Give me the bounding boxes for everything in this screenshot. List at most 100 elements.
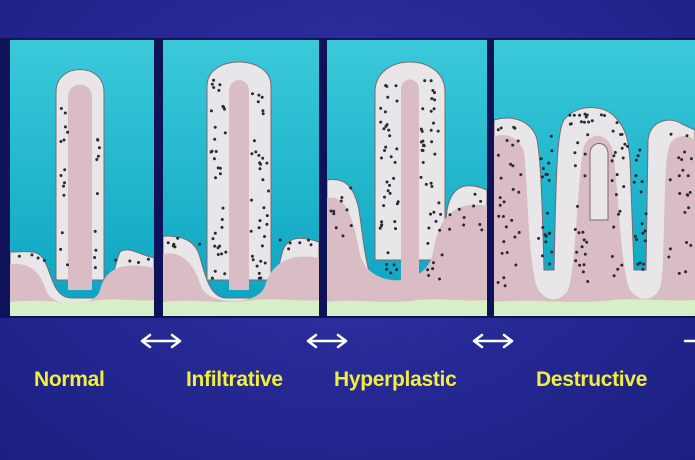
cell-dot <box>611 159 614 162</box>
cell-dot <box>678 272 681 275</box>
cell-dot <box>518 231 521 234</box>
cell-dot <box>256 265 259 268</box>
cell-dot <box>219 167 222 170</box>
cell-dot <box>62 194 65 197</box>
cell-dot <box>259 260 262 263</box>
cell-dot <box>97 155 100 158</box>
cell-dot <box>422 161 425 164</box>
cell-dot <box>463 216 466 219</box>
cell-dot <box>500 127 503 130</box>
cell-dot <box>395 84 398 87</box>
cell-dot <box>581 231 584 234</box>
cell-dot <box>519 173 522 176</box>
cell-dot <box>547 162 550 165</box>
label-infiltrative: Infiltrative <box>186 368 283 392</box>
cell-dot <box>462 224 465 227</box>
cell-dot <box>265 162 268 165</box>
cell-dot <box>583 263 586 266</box>
cell-dot <box>379 121 382 124</box>
cell-dot <box>342 234 345 237</box>
cell-dot <box>137 261 140 264</box>
cell-dot <box>430 97 433 100</box>
cell-dot <box>430 185 433 188</box>
cell-dot <box>578 114 581 117</box>
cell-dot <box>642 263 645 266</box>
cell-dot <box>259 163 262 166</box>
cell-dot <box>480 228 483 231</box>
cell-dot <box>680 158 683 161</box>
cell-dot <box>384 110 387 113</box>
cell-dot <box>514 264 517 267</box>
normal-villus-illustration <box>10 40 154 316</box>
cell-dot <box>346 208 349 211</box>
cell-dot <box>211 150 214 153</box>
cell-dot <box>578 231 581 234</box>
cell-dot <box>686 194 689 197</box>
cell-dot <box>257 94 260 97</box>
cell-dot <box>210 109 213 112</box>
cell-dot <box>510 219 513 222</box>
cell-dot <box>689 244 692 247</box>
cell-dot <box>212 86 215 89</box>
cell-dot <box>349 187 352 190</box>
cell-dot <box>383 196 386 199</box>
cell-dot <box>389 192 392 195</box>
cell-dot <box>394 161 397 164</box>
cell-dot <box>262 206 265 209</box>
cell-dot <box>214 232 217 235</box>
cell-dot <box>435 220 438 223</box>
cell-dot <box>583 238 586 241</box>
cell-dot <box>176 237 179 240</box>
cell-dot <box>422 149 425 152</box>
cell-dot <box>263 235 266 238</box>
cell-dot <box>641 180 644 183</box>
cell-dot <box>517 140 520 143</box>
cell-dot <box>619 133 622 136</box>
cell-dot <box>574 259 577 262</box>
cell-dot <box>94 266 97 269</box>
cell-dot <box>545 235 548 238</box>
cell-dot <box>307 239 310 242</box>
cell-dot <box>37 257 40 260</box>
cell-dot <box>511 164 514 167</box>
cell-dot <box>430 79 433 82</box>
cell-dot <box>211 277 214 280</box>
cell-dot <box>635 159 638 162</box>
cell-dot <box>502 276 505 279</box>
cell-dot <box>638 149 641 152</box>
cell-dot <box>573 151 576 154</box>
cell-dot <box>221 218 224 221</box>
cell-dot <box>261 109 264 112</box>
cell-dot <box>612 226 615 229</box>
cell-dot <box>438 278 441 281</box>
cell-dot <box>506 251 509 254</box>
cell-dot <box>677 156 680 159</box>
cell-dot <box>380 223 383 226</box>
cell-dot <box>438 229 441 232</box>
cell-dot <box>43 259 46 262</box>
cell-dot <box>584 113 587 116</box>
cell-dot <box>432 211 435 214</box>
cell-dot <box>585 116 588 119</box>
cell-dot <box>258 272 261 275</box>
cell-dot <box>505 225 508 228</box>
cell-dot <box>330 210 333 213</box>
cell-dot <box>501 252 504 255</box>
hyperplastic-villus-illustration <box>327 40 487 316</box>
cell-dot <box>251 255 254 258</box>
cell-dot <box>253 139 256 142</box>
cell-dot <box>380 220 383 223</box>
cell-dot <box>383 127 386 130</box>
destructive-villus-illustration <box>494 40 695 316</box>
cell-dot <box>223 272 226 275</box>
cell-dot <box>622 157 625 160</box>
cell-dot <box>393 263 396 266</box>
cell-dot <box>612 130 615 133</box>
cell-dot <box>221 226 224 229</box>
cell-dot <box>31 253 34 256</box>
cell-dot <box>687 174 690 177</box>
cell-dot <box>591 119 594 122</box>
cell-dot <box>385 85 388 88</box>
cell-dot <box>541 254 544 257</box>
cell-dot <box>568 114 571 117</box>
